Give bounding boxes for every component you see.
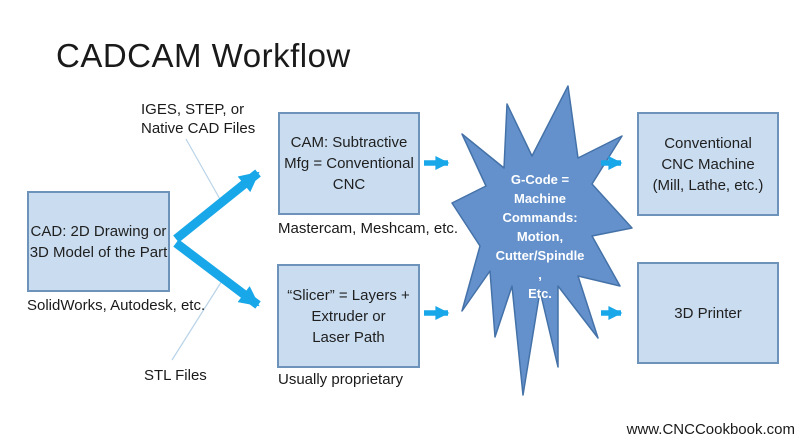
cam-caption: Mastercam, Meshcam, etc.	[278, 220, 459, 237]
page-title: CADCAM Workflow	[56, 37, 351, 74]
arrow-cad-to-cam	[173, 169, 261, 243]
printer-box-label: 3D Printer	[674, 304, 742, 322]
leader-line-stl	[171, 275, 226, 361]
footer-url: www.CNCCookbook.com	[626, 421, 795, 438]
label-stl-files: STL Files	[144, 367, 207, 384]
slicer-box-label: “Slicer” = Layers + Extruder or Laser Pa…	[287, 286, 410, 346]
cnc-machine-box-label: Conventional CNC Machine (Mill, Lathe, e…	[652, 134, 764, 194]
gcode-label: G-Code = Machine Commands: Motion, Cutte…	[495, 172, 585, 301]
cam-box: CAM: Subtractive Mfg = Conventional CNC	[278, 112, 420, 215]
label-iges-step-files: IGES, STEP, or Native CAD Files	[141, 101, 256, 137]
cad-caption: SolidWorks, Autodesk, etc.	[27, 297, 206, 314]
slicer-caption: Usually proprietary	[278, 371, 404, 388]
slicer-box: “Slicer” = Layers + Extruder or Laser Pa…	[277, 264, 420, 368]
printer-box: 3D Printer	[637, 262, 779, 364]
cad-box: CAD: 2D Drawing or 3D Model of the Part	[27, 191, 170, 292]
cnc-machine-box: Conventional CNC Machine (Mill, Lathe, e…	[637, 112, 779, 216]
arrow-cad-to-slicer	[173, 239, 261, 309]
gcode-starburst	[451, 85, 633, 396]
cam-box-label: CAM: Subtractive Mfg = Conventional CNC	[284, 134, 414, 193]
cad-box-label: CAD: 2D Drawing or 3D Model of the Part	[29, 222, 168, 261]
leader-line-iges	[185, 138, 222, 202]
